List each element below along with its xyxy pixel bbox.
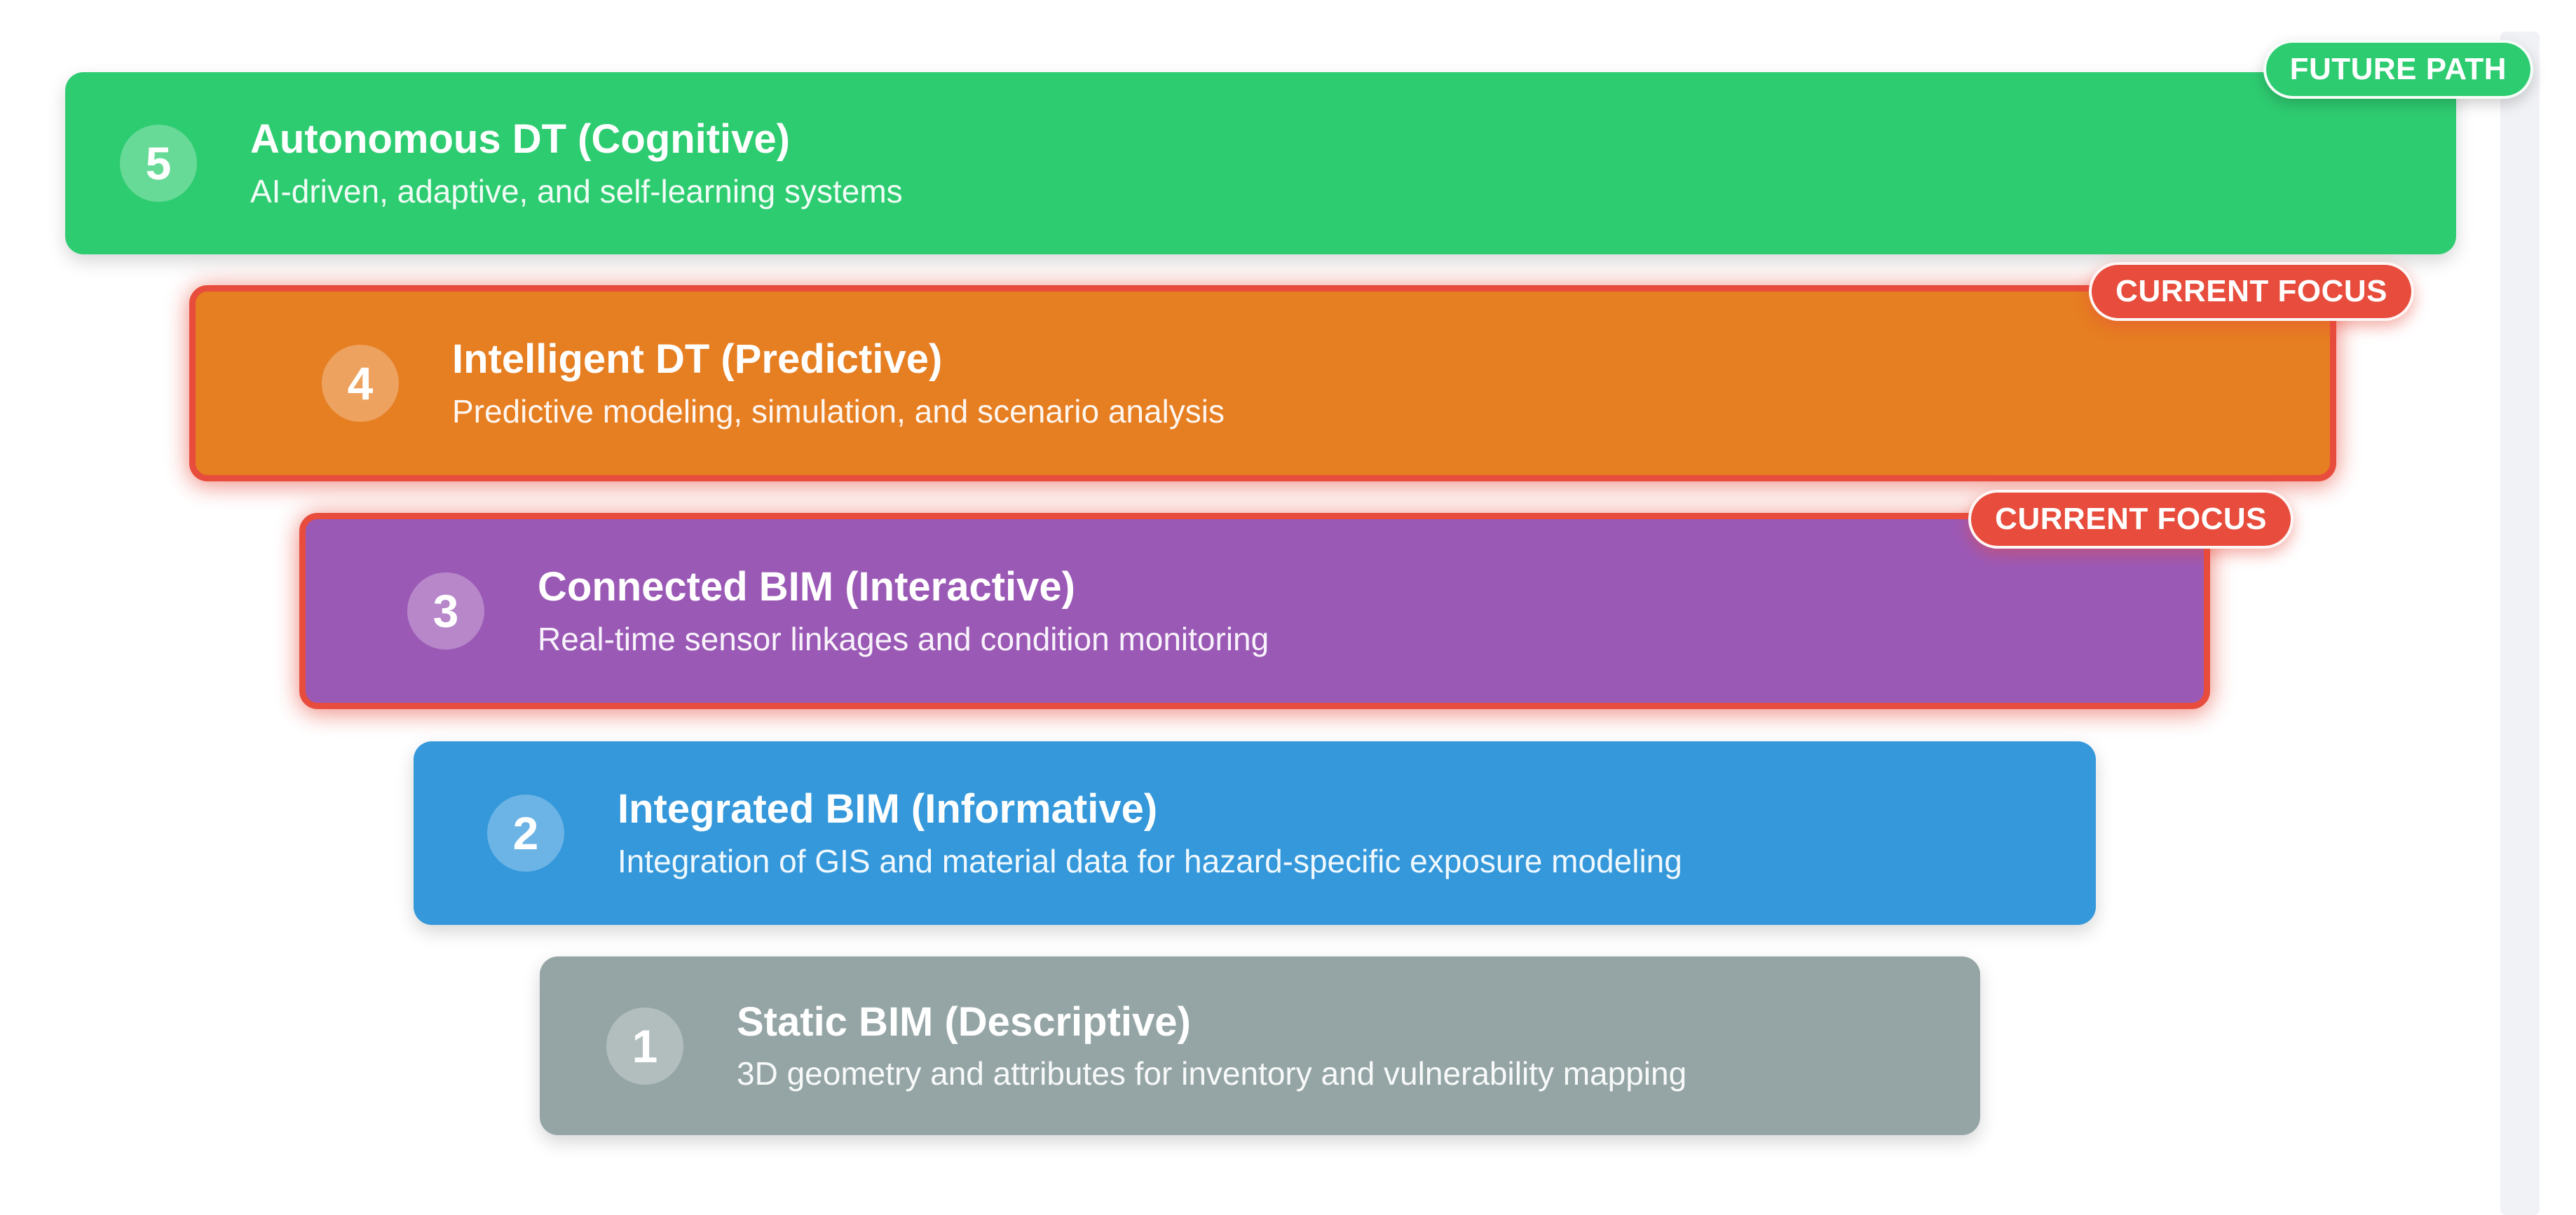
future-path-badge: FUTURE PATH <box>2263 40 2533 99</box>
level-5-subtitle: AI-driven, adaptive, and self-learning s… <box>250 172 903 210</box>
level-3-number-badge: 3 <box>407 572 484 650</box>
level-1-number-badge: 1 <box>606 1007 683 1085</box>
current-focus-badge-level-4: CURRENT FOCUS <box>2089 262 2414 321</box>
level-4-number-badge: 4 <box>322 345 399 422</box>
maturity-level-4-bar: CURRENT FOCUS 4 Intelligent DT (Predicti… <box>189 262 2414 481</box>
level-2-title: Integrated BIM (Informative) <box>618 786 1158 832</box>
level-2-number-badge: 2 <box>487 795 564 872</box>
level-2-subtitle: Integration of GIS and material data for… <box>618 842 1682 879</box>
scrollbar-track[interactable] <box>2500 32 2540 1215</box>
maturity-level-5-bar: FUTURE PATH 5 Autonomous DT (Cognitive) … <box>65 40 2533 254</box>
level-3-subtitle: Real-time sensor linkages and condition … <box>538 620 1269 657</box>
current-focus-badge-level-3: CURRENT FOCUS <box>1968 490 2294 549</box>
maturity-level-2-bar: 2 Integrated BIM (Informative) Integrati… <box>414 741 2096 925</box>
maturity-level-1-bar: 1 Static BIM (Descriptive) 3D geometry a… <box>540 956 1980 1135</box>
level-3-title: Connected BIM (Interactive) <box>538 564 1075 610</box>
level-4-subtitle: Predictive modeling, simulation, and sce… <box>452 392 1225 430</box>
maturity-level-3-bar: CURRENT FOCUS 3 Connected BIM (Interacti… <box>299 490 2294 709</box>
level-5-number-badge: 5 <box>120 125 197 202</box>
level-4-title: Intelligent DT (Predictive) <box>452 336 943 383</box>
level-1-title: Static BIM (Descriptive) <box>737 998 1191 1045</box>
level-5-title: Autonomous DT (Cognitive) <box>250 116 791 163</box>
level-1-subtitle: 3D geometry and attributes for inventory… <box>737 1055 1687 1092</box>
